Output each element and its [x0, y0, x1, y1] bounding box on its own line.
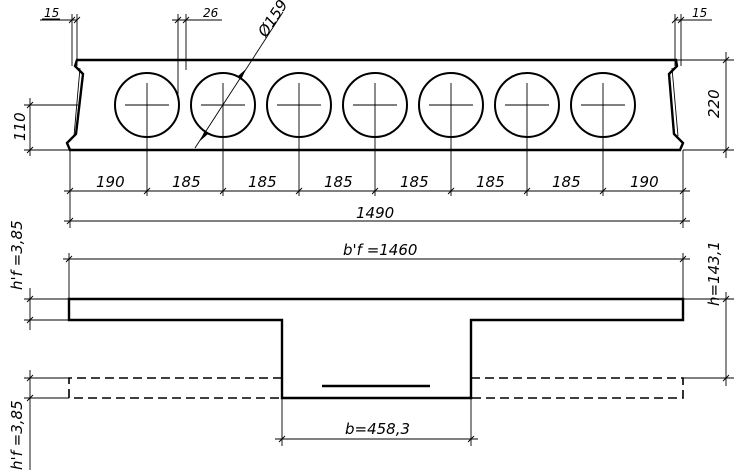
dim-edge-left-label: 15 [44, 6, 59, 20]
dim-tick [295, 187, 303, 195]
dim-spacing-label: 190 [630, 173, 659, 191]
dim-tick [447, 187, 455, 195]
hollow-core-slab-section [65, 58, 685, 196]
dim-edge-right-label: 15 [692, 6, 707, 20]
dim-web-width-label: b=458,3 [345, 420, 410, 438]
dim-flange-top-left [24, 288, 69, 330]
dim-flange-bottom-left [24, 370, 69, 470]
t-section-outline [67, 297, 685, 400]
dim-spacing-label: 190 [96, 173, 125, 191]
dim-height-total-label: 220 [705, 89, 723, 118]
dim-height-half [24, 98, 78, 156]
dim-spacing-label: 185 [552, 173, 581, 191]
dim-spacing-label: 185 [476, 173, 505, 191]
dim-tick [371, 187, 379, 195]
dim-height-total [676, 52, 734, 158]
dim-spacing-label: 185 [324, 173, 353, 191]
dim-flange-top-left-label: h'f =3,85 [8, 220, 26, 290]
dim-web-width [275, 398, 478, 446]
top-extension-lines [40, 14, 712, 100]
dim-flange-width-label: b'f =1460 [343, 241, 417, 259]
t-section [67, 297, 685, 400]
dim-tick [523, 187, 531, 195]
dim-gap-label: 26 [203, 6, 219, 20]
dim-flange-width [63, 253, 690, 299]
dim-tick [599, 187, 607, 195]
slab-holes [114, 72, 636, 196]
dim-web-height-right-label: h=143,1 [705, 241, 723, 306]
slab-outline [65, 58, 685, 152]
dim-height-half-label: 110 [11, 112, 29, 141]
diameter-leader [194, 11, 284, 149]
dim-tick [143, 187, 151, 195]
slab-joint-key-right [671, 67, 679, 137]
dim-total-width-label: 1490 [356, 204, 394, 222]
dim-tick [219, 187, 227, 195]
dim-spacing-label: 185 [400, 173, 429, 191]
t-section-bottom-flange-dashed [68, 377, 684, 399]
dim-hole-diameter-label: Ø159 [254, 0, 292, 41]
dim-web-height-right [683, 292, 734, 386]
dim-spacing-label: 185 [172, 173, 201, 191]
dim-flange-bottom-left-label: h'f =3,85 [8, 400, 26, 470]
dim-spacing-label: 185 [248, 173, 277, 191]
dim-spacing-chain [64, 187, 690, 195]
slab-joint-key-left [73, 67, 81, 137]
dim-spacing-labels: 190 185 185 185 185 185 185 190 [96, 173, 659, 191]
dim-total-width [64, 150, 690, 228]
